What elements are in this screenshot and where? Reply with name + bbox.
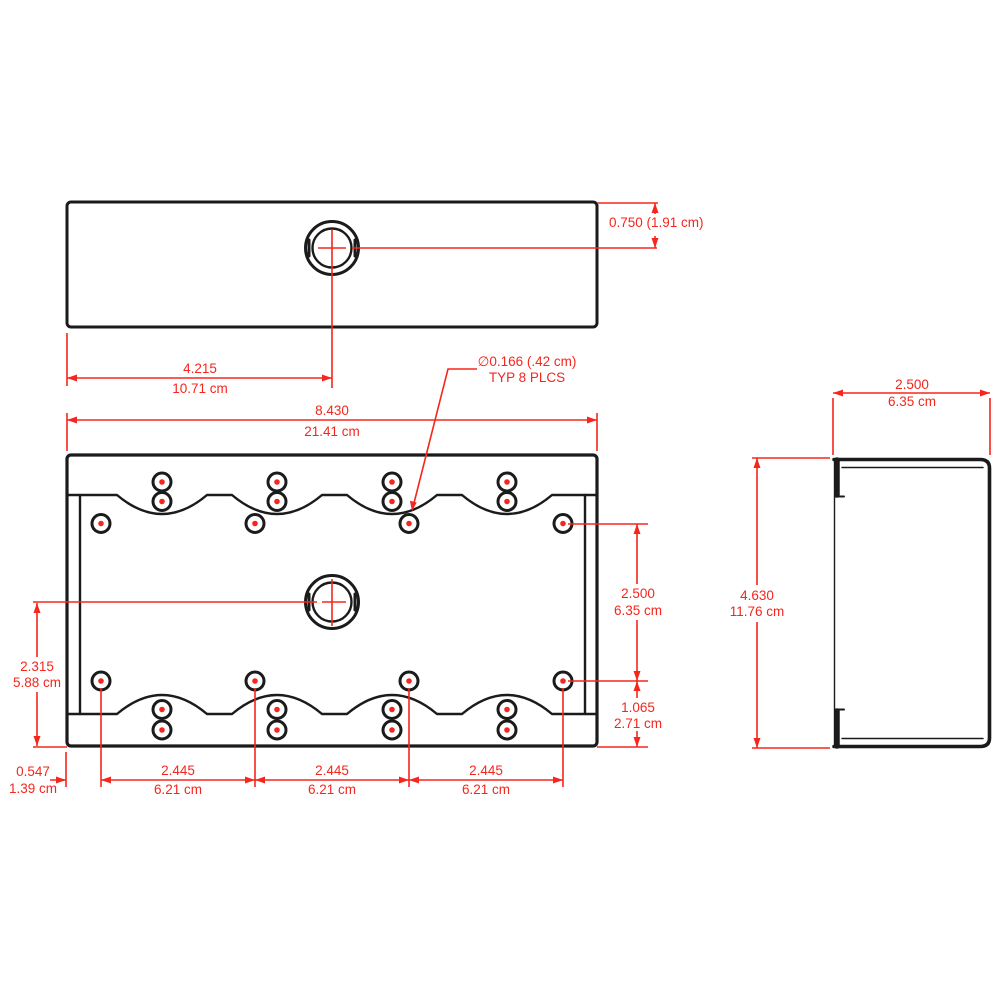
side-view-outline [832,457,992,749]
front-view-outline [65,453,599,748]
dim-label-ko-bottom-cm: 5.88 cm [13,675,61,690]
dim-label-edge-hole-in: 0.547 [16,764,50,779]
dim-front-hole-span: 2.500 6.35 cm [568,523,662,682]
dim-label-ko-bottom-in: 2.315 [20,659,54,674]
hole-note-line1: ∅0.166 (.42 cm) [478,354,577,369]
dim-label-side-height-cm: 11.76 cm [730,604,785,619]
side-view [832,457,992,749]
dim-label-spacing2-cm: 6.21 cm [308,782,356,797]
dim-label-side-depth-in: 2.500 [895,377,929,392]
front-view [33,453,599,748]
dim-ko-to-bottom: 2.315 5.88 cm [13,603,67,748]
dim-front-width: 8.430 21.41 cm [66,403,598,451]
dim-label-side-depth-cm: 6.35 cm [888,394,936,409]
dim-label-ko-offset-in: 4.215 [183,361,217,376]
top-flange-edge [65,493,599,516]
dim-label-spacing2-in: 2.445 [315,763,349,778]
dim-label-front-width-in: 8.430 [315,403,349,418]
dim-label-hole-span-cm: 6.35 cm [614,603,662,618]
top-view [65,200,657,388]
dim-label-front-width-cm: 21.41 cm [304,424,360,439]
dim-hole-to-bottom: 1.065 2.71 cm [597,681,662,748]
dim-label-hole-bottom-in: 1.065 [621,700,655,715]
dim-label-spacing1-in: 2.445 [161,763,195,778]
side-wall-lines [78,493,587,716]
dim-label-spacing3-in: 2.445 [469,763,503,778]
side-inner-lines [841,466,984,740]
dim-side-height: 4.630 11.76 cm [730,457,830,749]
dim-knockout-offset: 4.215 10.71 cm [66,333,332,396]
dim-label-edge-hole-cm: 1.39 cm [9,781,57,796]
hole-diameter-note: ∅0.166 (.42 cm) TYP 8 PLCS [409,354,577,511]
dim-side-depth: 2.500 6.35 cm [832,377,991,455]
dim-knockout-depth: 0.750 (1.91 cm) [597,202,704,248]
dim-label-ko-depth: 0.750 (1.91 cm) [609,215,704,230]
dim-label-side-height-in: 4.630 [740,588,774,603]
dim-label-spacing1-cm: 6.21 cm [154,782,202,797]
hole-note-line2: TYP 8 PLCS [489,370,565,385]
dim-label-ko-offset-cm: 10.71 cm [172,381,228,396]
flange-hole-pairs [151,471,518,741]
dim-label-hole-bottom-cm: 2.71 cm [614,716,662,731]
dim-label-spacing3-cm: 6.21 cm [462,782,510,797]
bottom-flange-edge [65,693,599,716]
dim-label-hole-span-in: 2.500 [621,586,655,601]
dim-bottom-chain: 0.547 1.39 cm 2.445 6.21 cm 2.445 6.21 c… [9,688,564,797]
